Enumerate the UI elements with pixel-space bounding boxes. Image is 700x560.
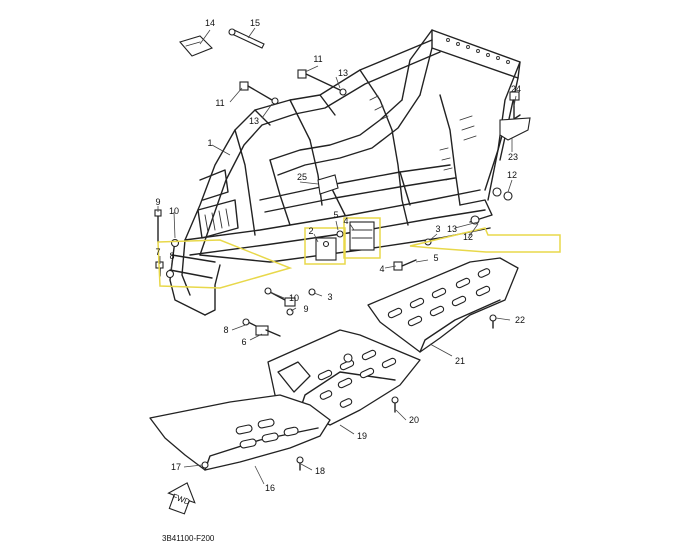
callout-23: 23: [508, 152, 518, 162]
callout-24: 24: [511, 84, 521, 94]
callout-19: 19: [357, 431, 367, 441]
highlight-annotations: [157, 217, 561, 289]
callout-15: 15: [250, 18, 260, 28]
callout-1: 1: [207, 138, 212, 148]
callout-14: 14: [205, 18, 215, 28]
highlight-left-bracket: [157, 239, 293, 289]
callout-25: 25: [297, 172, 307, 182]
bracket-plate-part: [179, 35, 213, 57]
callout-2: 2: [308, 226, 313, 236]
callout-10-upper: 10: [169, 206, 179, 216]
upper-bolt-short: [239, 81, 279, 105]
callout-21: 21: [455, 356, 465, 366]
callout-17: 17: [171, 462, 181, 472]
leader-lines: [157, 27, 517, 485]
callout-11-upper: 11: [313, 54, 322, 64]
mount-bracket-part: [317, 174, 339, 195]
callout-20: 20: [409, 415, 419, 425]
highlight-center-right: [343, 217, 381, 259]
callout-12-center: 12: [463, 232, 473, 242]
callout-6: 6: [241, 337, 246, 347]
fwd-direction-arrow: FWD: [167, 482, 196, 515]
front-skid-slots: [235, 418, 299, 449]
callout-7: 7: [155, 247, 160, 257]
highlight-right-bracket: [409, 227, 561, 253]
front-skid-plate: [149, 394, 331, 471]
callout-5-upper: 5: [333, 210, 338, 220]
pin-bolt-part: [228, 28, 265, 49]
diagram-code: 3B41100-F200: [162, 534, 215, 543]
callout-4-lower: 4: [379, 264, 384, 274]
nut-right-pair: [492, 187, 513, 201]
middle-skid-slots: [317, 349, 397, 408]
callout-13-left: 13: [249, 116, 259, 126]
callout-13-right: 13: [447, 224, 457, 234]
callout-10-lower: 10: [289, 293, 299, 303]
callout-4-upper: 4: [343, 216, 348, 226]
callout-8-lower: 8: [223, 325, 228, 335]
center-hardware: [308, 215, 480, 296]
lower-left-bolts: [242, 287, 296, 337]
callout-5-lower: 5: [433, 253, 438, 263]
rear-skid-plate: [367, 257, 519, 353]
frame-hatching: [204, 95, 477, 233]
rear-bracket-part: [499, 117, 531, 141]
highlight-center-left: [304, 227, 346, 265]
middle-skid-plate: [267, 329, 421, 426]
rear-rack-holes: [446, 38, 510, 64]
callout-8-upper: 8: [169, 251, 174, 261]
rear-skid-slots: [387, 268, 491, 327]
callout-labels: 14 15 11 13 11 13 24 1 23 25 9 10 12 5 2…: [155, 18, 525, 493]
callout-12-right: 12: [507, 170, 517, 180]
callout-11-left: 11: [215, 98, 224, 108]
upper-bolt-long: [297, 69, 347, 96]
callout-3-upper: 3: [435, 224, 440, 234]
callout-13-upper: 13: [338, 68, 348, 78]
callout-16: 16: [265, 483, 275, 493]
callout-9-upper: 9: [155, 197, 160, 207]
callout-18: 18: [315, 466, 325, 476]
callout-9-lower: 9: [303, 304, 308, 314]
callout-22: 22: [515, 315, 525, 325]
callout-3-lower: 3: [327, 292, 332, 302]
bolt-top-right: [509, 91, 520, 119]
